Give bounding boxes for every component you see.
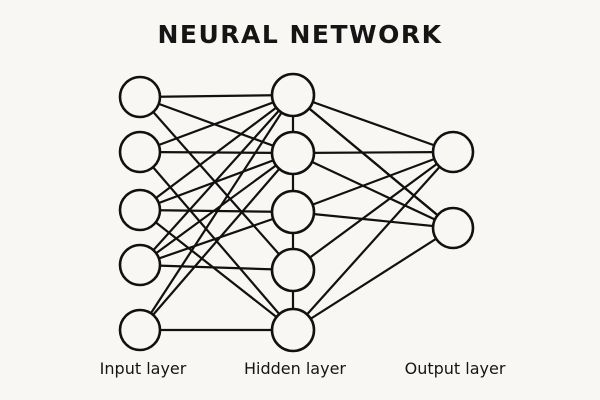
input-node-3 — [118, 188, 162, 232]
edge-input-hidden — [139, 209, 294, 331]
output-node-1 — [431, 130, 475, 174]
edge-hidden-output — [292, 151, 454, 271]
edge-input-hidden — [139, 152, 294, 331]
edge-hidden-output — [292, 94, 454, 229]
hidden-node-3 — [270, 189, 316, 235]
edge-input-hidden — [139, 210, 294, 267]
hidden-node-2 — [270, 130, 316, 176]
edge-hidden-output — [292, 152, 454, 229]
edge-input-hidden — [139, 263, 294, 272]
input-node-5 — [118, 308, 162, 352]
edge-input-hidden — [139, 94, 294, 331]
edge-hidden-output — [292, 150, 454, 155]
output-layer-label: Output layer — [404, 359, 506, 378]
edge-input-hidden — [139, 94, 294, 266]
input-node-1 — [118, 75, 162, 119]
edge-hidden-output — [292, 150, 454, 214]
diagram-title: NEURAL NETWORK — [157, 20, 443, 49]
input-node-4 — [118, 243, 162, 287]
edge-hidden-output — [292, 151, 454, 331]
hidden-node-5 — [270, 307, 316, 353]
input-node-2 — [118, 130, 162, 174]
nodes-group — [118, 72, 475, 353]
hidden-node-4 — [270, 247, 316, 293]
hidden-layer-label: Hidden layer — [244, 359, 346, 378]
input-layer-label: Input layer — [99, 359, 187, 378]
edge-input-hidden — [139, 94, 294, 211]
hidden-node-1 — [270, 72, 316, 118]
edge-input-hidden — [139, 93, 294, 154]
edge-hidden-output — [292, 210, 454, 230]
edge-hidden-output — [292, 227, 454, 331]
output-node-2 — [431, 206, 475, 250]
edge-input-hidden — [139, 152, 294, 266]
edge-input-hidden — [139, 95, 294, 155]
edge-input-hidden — [139, 93, 294, 99]
edge-input-hidden — [139, 96, 294, 271]
edge-hidden-output — [292, 93, 454, 154]
